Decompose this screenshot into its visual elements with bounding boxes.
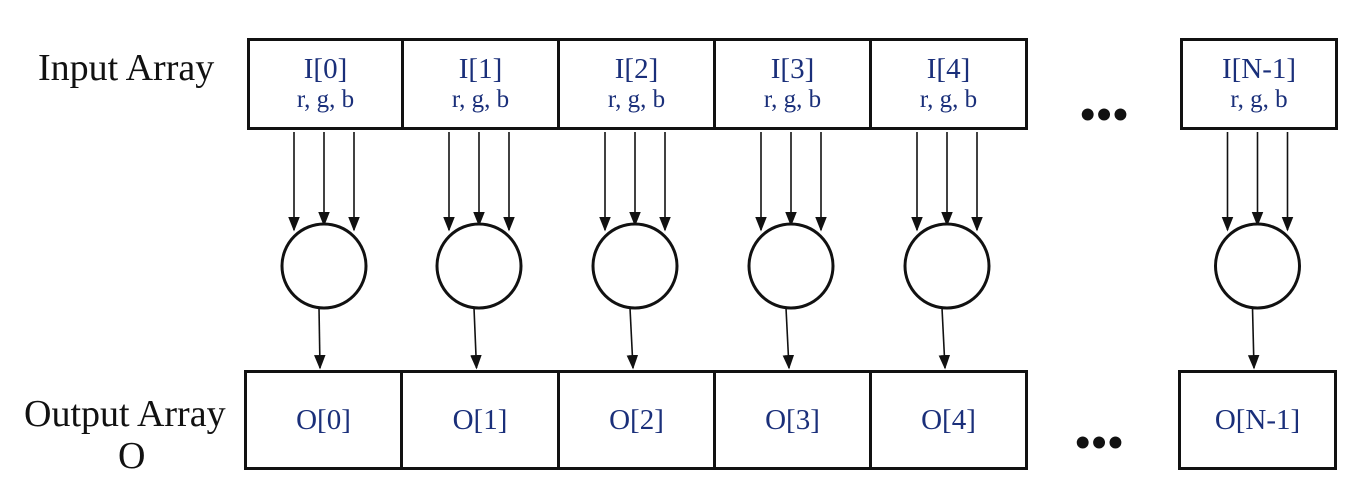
- function-node: [903, 222, 991, 310]
- output-cell-name: O[2]: [609, 404, 664, 436]
- input-cell-name: I[3]: [770, 53, 815, 85]
- input-cell-name: I[0]: [303, 53, 348, 85]
- input-cell-channels: r, g, b: [607, 86, 666, 113]
- output-arrow: [782, 307, 795, 370]
- input-array-label: Input Array: [38, 47, 215, 89]
- output-array-label-line2: O: [118, 435, 146, 477]
- function-node: [747, 222, 835, 310]
- output-arrow: [314, 307, 326, 370]
- input-ellipsis: •••: [1080, 90, 1130, 139]
- input-cell: I[4]r, g, b: [869, 38, 1028, 130]
- output-ellipsis: •••: [1075, 418, 1125, 467]
- output-arrow: [938, 307, 951, 370]
- input-cell: I[0]r, g, b: [247, 38, 404, 130]
- function-node: [280, 222, 368, 310]
- output-cell-name: O[4]: [921, 404, 976, 436]
- input-cell: I[3]r, g, b: [713, 38, 872, 130]
- output-cell-name: O[3]: [765, 404, 820, 436]
- input-cell-channels: r, g, b: [296, 86, 355, 113]
- input-cell-name: I[2]: [614, 53, 659, 85]
- function-node: [435, 222, 523, 310]
- input-cell-channels: r, g, b: [763, 86, 822, 113]
- input-cell: I[1]r, g, b: [401, 38, 560, 130]
- input-cell-channels: r, g, b: [1230, 86, 1288, 113]
- input-cell-channels: r, g, b: [919, 86, 978, 113]
- input-cell-name: I[4]: [926, 53, 971, 85]
- input-cell: I[2]r, g, b: [557, 38, 716, 130]
- output-cell: O[N-1]: [1178, 370, 1337, 470]
- output-array-label-line1: Output Array: [24, 393, 226, 435]
- input-cell: I[N-1]r, g, b: [1180, 38, 1338, 130]
- output-arrow: [470, 307, 482, 370]
- function-node: [591, 222, 679, 310]
- output-cell-name: O[N-1]: [1214, 404, 1301, 436]
- input-cell-name: I[1]: [458, 53, 503, 85]
- output-cell-name: O[0]: [296, 404, 351, 436]
- input-cell-name: I[N-1]: [1221, 53, 1297, 85]
- output-cell: O[1]: [400, 370, 560, 470]
- output-cell: O[0]: [244, 370, 403, 470]
- output-cell: O[4]: [869, 370, 1028, 470]
- output-cell: O[2]: [557, 370, 716, 470]
- output-cell-name: O[1]: [452, 404, 508, 436]
- output-cell: O[3]: [713, 370, 872, 470]
- function-node: [1214, 222, 1301, 310]
- output-arrow: [626, 307, 639, 370]
- output-arrow: [1247, 307, 1260, 370]
- input-cell-channels: r, g, b: [451, 86, 510, 113]
